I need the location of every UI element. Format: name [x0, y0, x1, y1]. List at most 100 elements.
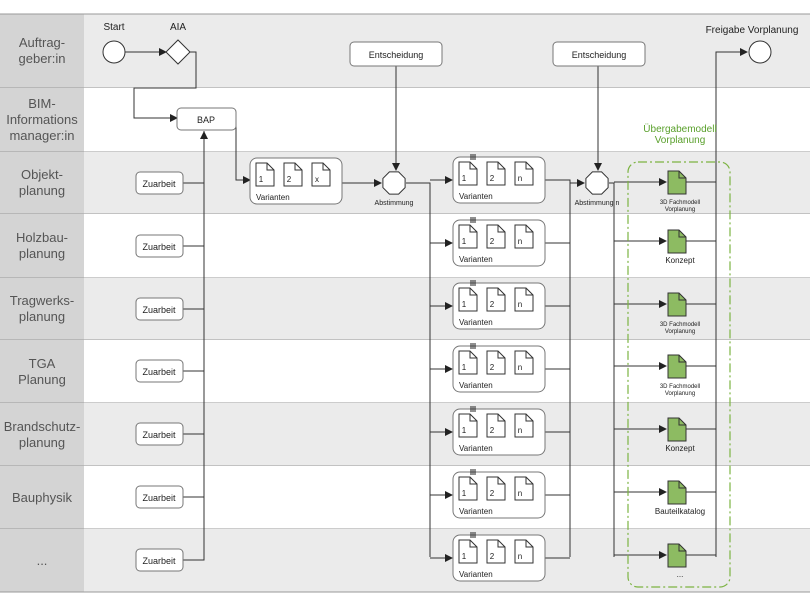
- doc-label: 1: [462, 426, 467, 435]
- lane-header: [0, 529, 84, 592]
- end-event: [748, 40, 772, 64]
- lane-header: [0, 152, 84, 214]
- bap-label: BAP: [197, 115, 215, 125]
- lane-header: [0, 14, 84, 88]
- varianten-label: Varianten: [256, 193, 290, 202]
- entscheidung-label: Entscheidung: [572, 50, 627, 60]
- doc-label: 1: [462, 237, 467, 246]
- flow-bap-varianten: [235, 119, 251, 184]
- lane-band: [0, 529, 810, 592]
- varianten-label: Varianten: [459, 318, 493, 327]
- zuarbeit-label: Zuarbeit: [142, 367, 176, 377]
- lane-label: Auftrag- geber:in: [18, 35, 66, 66]
- doc-label: n: [518, 489, 522, 498]
- zuarbeit-label: Zuarbeit: [142, 493, 176, 503]
- document-icon: [486, 224, 506, 249]
- document-icon: [283, 162, 303, 187]
- document-icon: [458, 413, 478, 438]
- document-icon: [458, 161, 478, 186]
- varianten-label: Varianten: [459, 570, 493, 579]
- handover-document-icon: [667, 480, 687, 505]
- varianten-label: Varianten: [459, 381, 493, 390]
- handover-document-icon: [667, 170, 687, 195]
- doc-label: 2: [490, 552, 495, 561]
- start-event-label: Start: [103, 22, 124, 33]
- varianten-label: Varianten: [459, 255, 493, 264]
- end-event-label: Freigabe Vorplanung: [706, 25, 799, 36]
- handover-document-icon: [667, 543, 687, 568]
- lane-band: [0, 403, 810, 466]
- lane-label: BIM- Informations manager:in: [6, 96, 78, 143]
- lane-label: ...: [36, 552, 48, 568]
- flow-zuarbeit: [183, 497, 205, 561]
- handover-item-label: Konzept: [665, 444, 695, 453]
- lane-band: [0, 214, 810, 278]
- bap-task: [176, 107, 237, 131]
- varianten-label: Varianten: [459, 192, 493, 201]
- document-icon: [514, 287, 534, 312]
- document-icon: [514, 413, 534, 438]
- handover-group: [627, 161, 731, 588]
- doc-label: n: [518, 552, 522, 561]
- zuarbeit-label: Zuarbeit: [142, 179, 176, 189]
- document-icon: [458, 287, 478, 312]
- abstimmung-label: Abstimmung: [375, 200, 414, 207]
- doc-label: n: [518, 237, 522, 246]
- aia-gateway: [165, 39, 191, 65]
- doc-label: n: [518, 426, 522, 435]
- flow-to-end: [715, 48, 748, 557]
- doc-label: 1: [259, 175, 264, 184]
- zuarbeit-label: Zuarbeit: [142, 430, 176, 440]
- doc-label: 2: [490, 363, 495, 372]
- lane-label: Brandschutz- planung: [3, 418, 81, 450]
- doc-label: n: [518, 174, 522, 183]
- zuarbeit-task: [135, 297, 184, 321]
- abstimmung-n-gateway: [585, 171, 609, 195]
- document-icon: [486, 161, 506, 186]
- document-icon: [514, 224, 534, 249]
- handover-item-label: Bauteilkatalog: [655, 507, 705, 516]
- entscheidung-label: Entscheidung: [369, 50, 424, 60]
- lane-label: TGA Planung: [18, 355, 66, 387]
- document-icon: [486, 350, 506, 375]
- doc-label: 1: [462, 363, 467, 372]
- doc-label: 2: [490, 237, 495, 246]
- varianten-label: Varianten: [459, 507, 493, 516]
- handover-item-label: ...: [677, 570, 684, 579]
- doc-label: 1: [462, 174, 467, 183]
- varianten-label: Varianten: [459, 444, 493, 453]
- zuarbeit-label: Zuarbeit: [142, 556, 176, 566]
- zuarbeit-task: [135, 234, 184, 258]
- doc-label: 2: [490, 300, 495, 309]
- flow-aia-bap: [133, 51, 197, 122]
- doc-label: 1: [462, 552, 467, 561]
- document-icon: [514, 539, 534, 564]
- document-icon: [486, 287, 506, 312]
- lane-band: [0, 466, 810, 529]
- zuarbeit-task: [135, 485, 184, 509]
- zuarbeit-task: [135, 359, 184, 383]
- document-icon: [486, 539, 506, 564]
- document-icon: [486, 476, 506, 501]
- doc-label: 2: [490, 174, 495, 183]
- lane-header: [0, 340, 84, 403]
- aia-label: AIA: [170, 22, 186, 33]
- document-icon: [514, 161, 534, 186]
- document-icon: [458, 350, 478, 375]
- document-icon: [514, 350, 534, 375]
- flow-handover-distribution: [609, 182, 615, 557]
- lane-label: Bauphysik: [12, 489, 72, 505]
- document-icon: [255, 162, 275, 187]
- document-icon: [486, 413, 506, 438]
- lane-label: Tragwerks- planung: [9, 293, 75, 324]
- lane-header: [0, 403, 84, 466]
